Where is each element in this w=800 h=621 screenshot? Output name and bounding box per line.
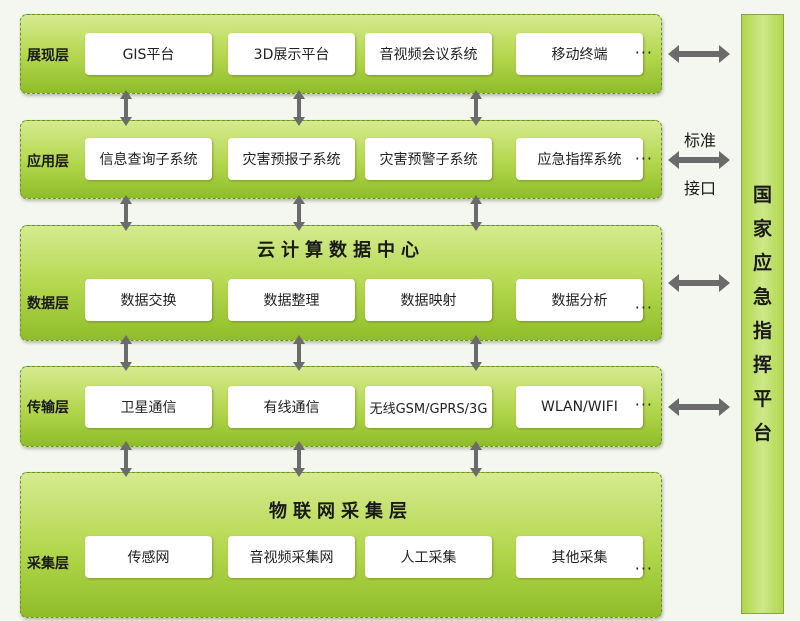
module-box: 音视频采集网	[228, 536, 355, 578]
double-arrow-icon	[120, 90, 132, 126]
platform-char: 国	[752, 184, 772, 206]
module-box: 有线通信	[228, 386, 355, 428]
double-arrow-icon	[120, 195, 132, 231]
double-arrow-icon	[470, 441, 482, 477]
horizontal-double-arrow-icon	[668, 45, 730, 63]
module-box: 数据映射	[365, 279, 492, 321]
module-box: 传感网	[85, 536, 212, 578]
horizontal-double-arrow-icon	[668, 151, 730, 169]
double-arrow-icon	[293, 335, 305, 371]
layer-label: 采集层	[27, 556, 69, 572]
module-box: 应急指挥系统	[516, 138, 643, 180]
double-arrow-icon	[120, 335, 132, 371]
module-box: 人工采集	[365, 536, 492, 578]
module-box: 数据交换	[85, 279, 212, 321]
module-box: 3D展示平台	[228, 33, 355, 75]
layer-label: 应用层	[27, 154, 69, 170]
double-arrow-icon	[293, 441, 305, 477]
layer-collection: 物联网采集层 采集层 传感网 音视频采集网 人工采集 其他采集 ···	[20, 472, 662, 618]
module-box: WLAN/WIFI	[516, 386, 643, 428]
double-arrow-icon	[293, 195, 305, 231]
double-arrow-icon	[120, 441, 132, 477]
more-ellipsis: ···	[634, 559, 653, 578]
platform-char: 台	[752, 422, 772, 444]
standard-interface-label-bottom: 接口	[683, 179, 716, 198]
more-ellipsis: ···	[634, 298, 653, 317]
horizontal-double-arrow-icon	[668, 274, 730, 292]
national-emergency-platform-panel: 国 家 应 急 指 挥 平 台	[741, 14, 784, 614]
module-box: 无线GSM/GPRS/3G	[365, 386, 492, 428]
double-arrow-icon	[470, 195, 482, 231]
platform-char: 急	[752, 286, 772, 308]
layer-data: 云计算数据中心 数据层 数据交换 数据整理 数据映射 数据分析 ···	[20, 225, 662, 341]
module-box: 卫星通信	[85, 386, 212, 428]
more-ellipsis: ···	[634, 43, 653, 62]
platform-char: 指	[752, 320, 772, 342]
layer-transmission: 传输层 卫星通信 有线通信 无线GSM/GPRS/3G WLAN/WIFI ··…	[20, 366, 662, 447]
platform-char: 平	[752, 388, 772, 410]
module-box: 灾害预警子系统	[365, 138, 492, 180]
module-box: GIS平台	[85, 33, 212, 75]
layer-label: 数据层	[27, 296, 69, 312]
standard-interface-label-top: 标准	[683, 131, 716, 150]
layer-label: 传输层	[27, 400, 69, 416]
layer-heading: 物联网采集层	[269, 501, 413, 522]
double-arrow-icon	[470, 90, 482, 126]
layer-heading: 云计算数据中心	[257, 240, 425, 261]
module-box: 移动终端	[516, 33, 643, 75]
module-box: 数据分析	[516, 279, 643, 321]
more-ellipsis: ···	[634, 149, 653, 168]
more-ellipsis: ···	[634, 395, 653, 414]
platform-char: 应	[752, 252, 772, 274]
platform-char: 家	[752, 218, 772, 240]
module-box: 音视频会议系统	[365, 33, 492, 75]
layer-application: 应用层 信息查询子系统 灾害预报子系统 灾害预警子系统 应急指挥系统 ···	[20, 120, 662, 199]
module-box: 其他采集	[516, 536, 643, 578]
module-box: 数据整理	[228, 279, 355, 321]
module-box: 信息查询子系统	[85, 138, 212, 180]
double-arrow-icon	[293, 90, 305, 126]
double-arrow-icon	[470, 335, 482, 371]
module-box: 灾害预报子系统	[228, 138, 355, 180]
layer-presentation: 展现层 GIS平台 3D展示平台 音视频会议系统 移动终端 ···	[20, 14, 662, 94]
horizontal-double-arrow-icon	[668, 398, 730, 416]
platform-char: 挥	[752, 354, 772, 376]
layer-label: 展现层	[27, 48, 69, 64]
